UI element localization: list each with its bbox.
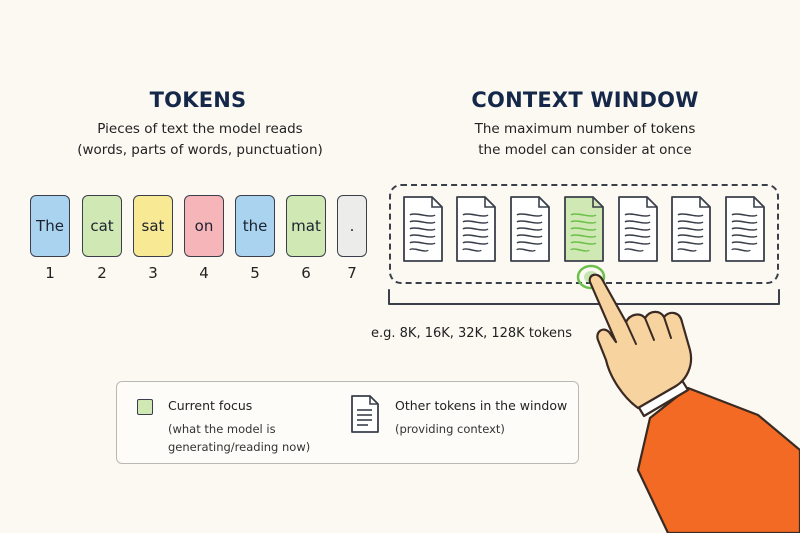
token-index: 7 xyxy=(347,264,357,282)
document-icon xyxy=(351,395,379,433)
legend-current-focus-sub2: generating/reading now) xyxy=(168,440,311,454)
text-line xyxy=(624,220,651,224)
text-line xyxy=(516,213,543,217)
text-line xyxy=(516,220,543,224)
text-line xyxy=(731,213,758,217)
text-line xyxy=(516,227,543,231)
context-window-description: The maximum number of tokens the model c… xyxy=(420,119,750,161)
text-line xyxy=(462,213,489,217)
text-line xyxy=(677,234,704,238)
text-line xyxy=(731,220,758,224)
text-line xyxy=(731,234,758,238)
legend-box: Current focus (what the model is generat… xyxy=(116,381,579,464)
text-line xyxy=(462,241,489,245)
token-index: 3 xyxy=(148,264,158,282)
token-index: 5 xyxy=(250,264,260,282)
tokens-title: TOKENS xyxy=(149,88,247,112)
text-line xyxy=(624,227,651,231)
text-line xyxy=(516,248,536,252)
text-line xyxy=(731,248,751,252)
document-icon xyxy=(618,196,658,262)
document-icon xyxy=(671,196,711,262)
token-index: 2 xyxy=(97,264,107,282)
text-line xyxy=(624,213,651,217)
legend-other-tokens-description: (providing context) xyxy=(395,422,505,436)
tokens-description-line1: Pieces of text the model reads xyxy=(97,121,303,137)
text-line xyxy=(570,241,597,245)
text-line xyxy=(409,220,436,224)
text-line xyxy=(409,213,436,217)
text-line xyxy=(677,220,704,224)
context-description-line1: The maximum number of tokens xyxy=(474,121,696,137)
token-box: mat xyxy=(286,195,326,257)
text-line xyxy=(516,234,543,238)
text-line xyxy=(516,241,543,245)
text-line xyxy=(677,213,704,217)
text-line xyxy=(409,241,436,245)
context-window-frame xyxy=(389,184,779,284)
token-index: 4 xyxy=(199,264,209,282)
text-line xyxy=(570,248,590,252)
text-line xyxy=(570,213,597,217)
document-icon xyxy=(510,196,550,262)
text-line xyxy=(677,241,704,245)
legend-current-focus-label: Current focus xyxy=(168,398,253,413)
text-line xyxy=(731,227,758,231)
token-box: the xyxy=(235,195,275,257)
text-line xyxy=(462,220,489,224)
context-window-title: CONTEXT WINDOW xyxy=(471,88,699,112)
focus-swatch xyxy=(137,399,153,415)
text-line xyxy=(409,248,429,252)
legend-current-focus-description: (what the model is generating/reading no… xyxy=(168,420,310,456)
text-line xyxy=(570,234,597,238)
text-line xyxy=(409,227,436,231)
text-line xyxy=(462,248,482,252)
text-line xyxy=(624,241,651,245)
token-box: sat xyxy=(133,195,173,257)
document-icon xyxy=(403,196,443,262)
context-size-examples: e.g. 8K, 16K, 32K, 128K tokens xyxy=(371,326,572,341)
pointing-hand-icon xyxy=(588,273,800,533)
text-line xyxy=(409,234,436,238)
text-line xyxy=(462,234,489,238)
token-index: 6 xyxy=(301,264,311,282)
text-line xyxy=(624,234,651,238)
text-line xyxy=(624,248,644,252)
text-line xyxy=(570,220,597,224)
tokens-description: Pieces of text the model reads (words, p… xyxy=(40,119,360,161)
token-box: on xyxy=(184,195,224,257)
document-icon-highlighted xyxy=(564,196,604,262)
legend-current-focus-sub1: (what the model is xyxy=(168,422,276,436)
text-line xyxy=(462,227,489,231)
text-line xyxy=(731,241,758,245)
token-box: . xyxy=(337,195,367,257)
text-line xyxy=(677,248,697,252)
text-line xyxy=(677,227,704,231)
document-icon xyxy=(725,196,765,262)
token-box: The xyxy=(30,195,70,257)
tokens-description-line2: (words, parts of words, punctuation) xyxy=(77,142,323,158)
context-description-line2: the model can consider at once xyxy=(478,142,692,158)
token-box: cat xyxy=(82,195,122,257)
window-span-bracket xyxy=(388,289,780,305)
text-line xyxy=(570,227,597,231)
document-icon xyxy=(456,196,496,262)
legend-other-tokens-label: Other tokens in the window xyxy=(395,398,568,413)
token-index: 1 xyxy=(45,264,55,282)
